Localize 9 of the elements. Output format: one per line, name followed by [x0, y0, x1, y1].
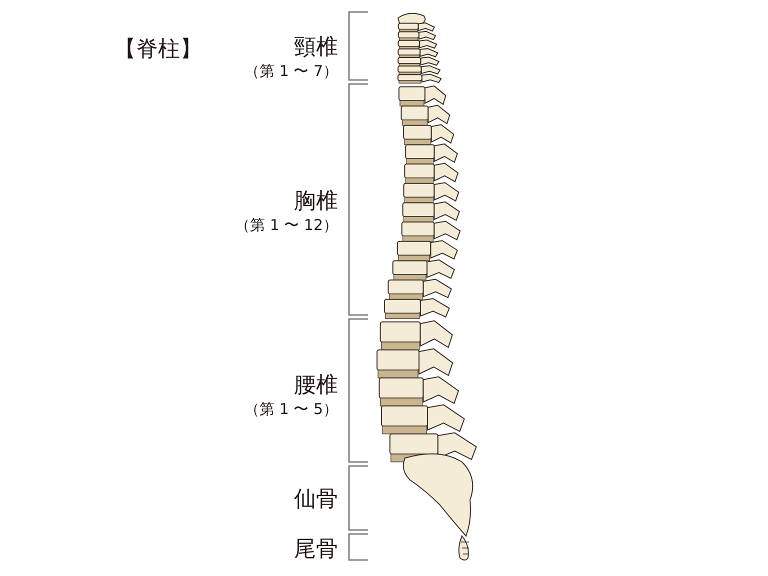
region-label: 仙骨 — [294, 486, 338, 514]
vertebra-range: （第 1 〜 7） — [244, 62, 338, 81]
region-label: 腰椎 — [294, 372, 338, 400]
title: 【脊柱】 — [114, 36, 202, 64]
region-label: 頸椎 — [294, 34, 338, 62]
vertebra-range: （第 1 〜 12） — [235, 216, 338, 235]
vertebra-range: （第 1 〜 5） — [244, 400, 338, 419]
region-label: 尾骨 — [294, 536, 338, 564]
region-label: 胸椎 — [294, 188, 338, 216]
